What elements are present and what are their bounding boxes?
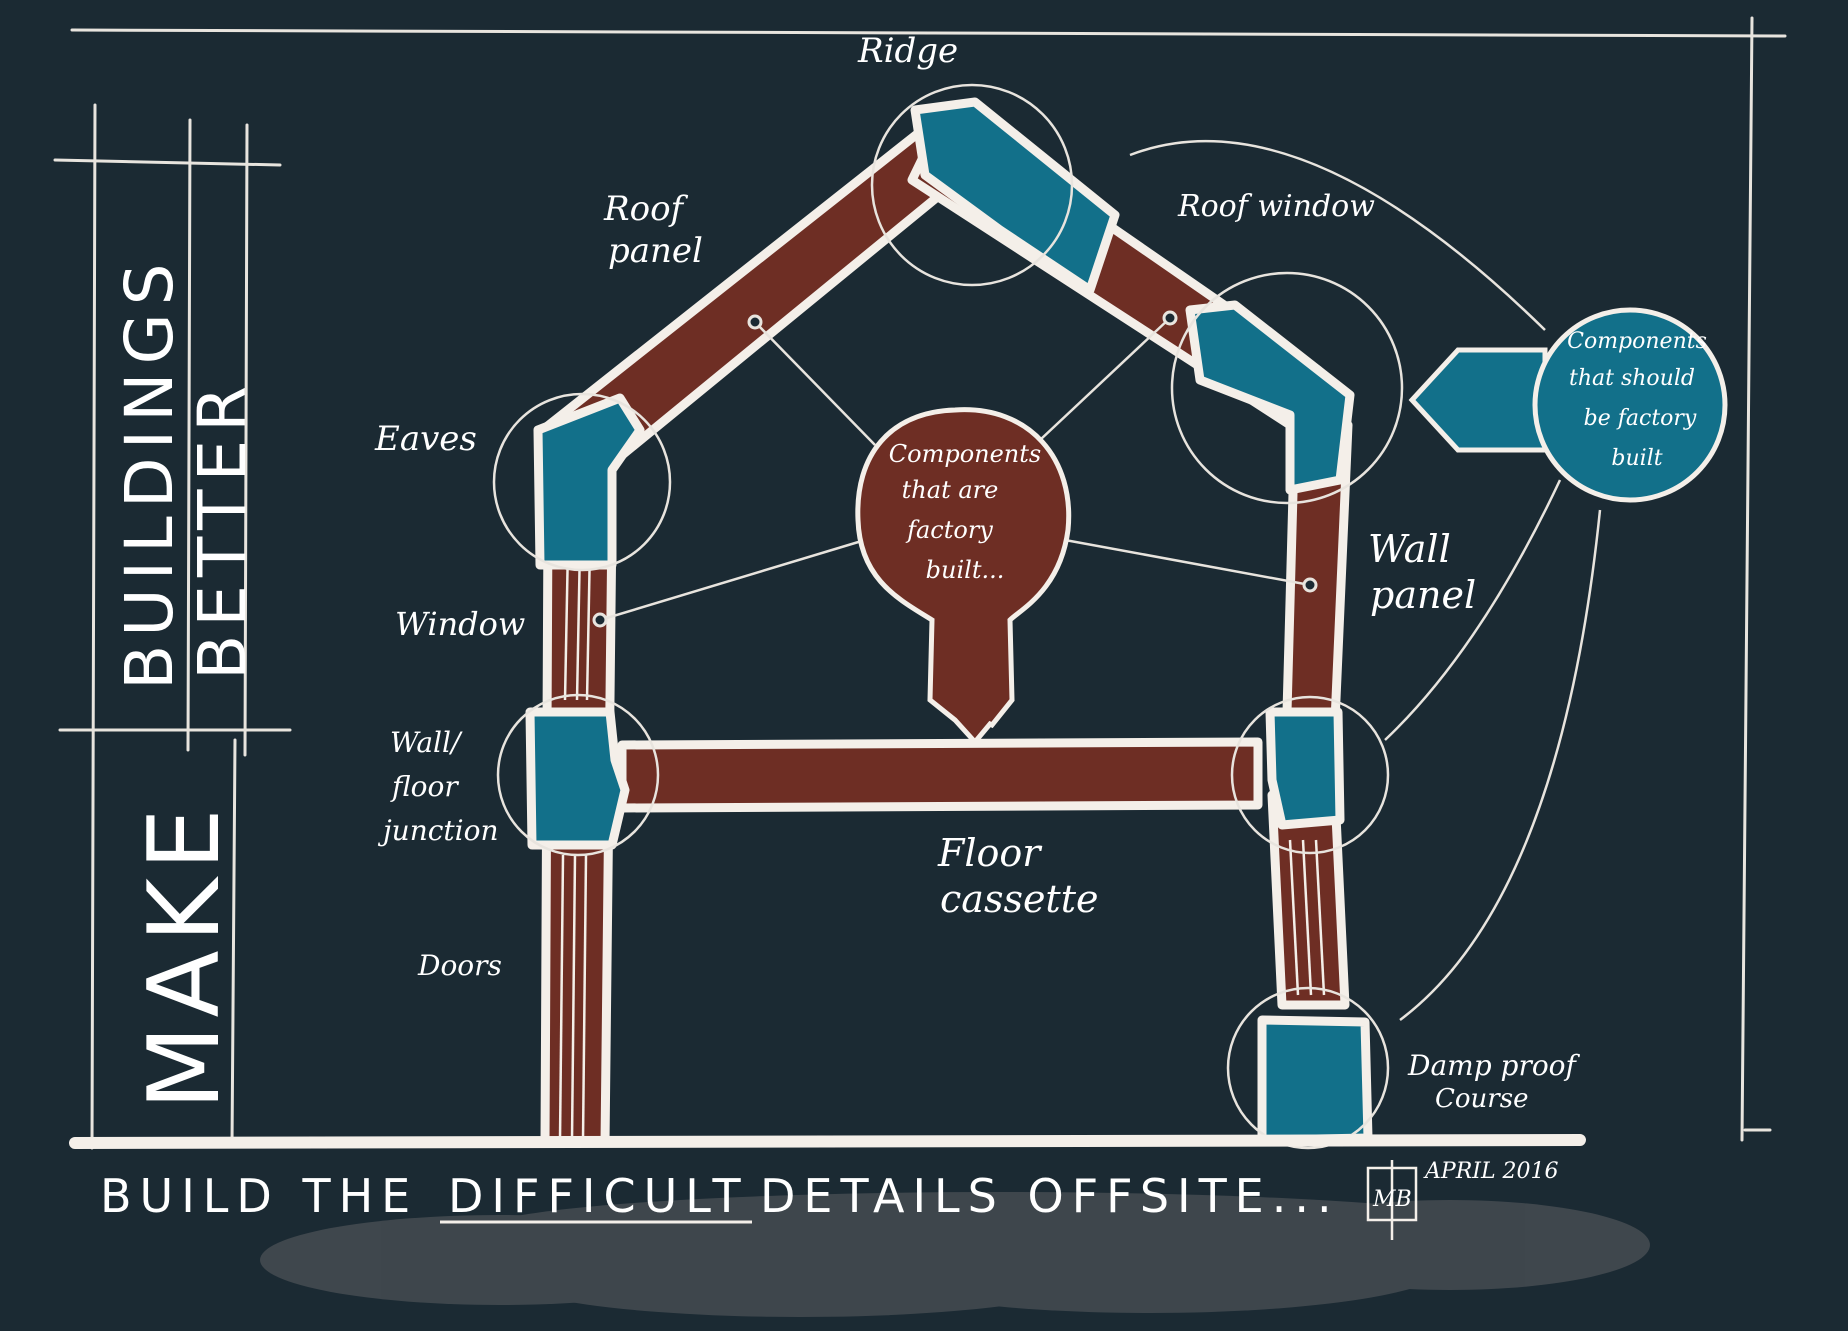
title-buildings: BUILDINGS [111,255,188,690]
ground-line [69,1134,1586,1149]
label-wall-floor-1: Wall/ [390,726,463,759]
label-roof-panel-1: Roof [603,189,689,229]
label-floor-cassette-2: cassette [940,877,1098,921]
leader-dots [592,310,1318,628]
label-ridge: Ridge [857,31,958,71]
wall-floor-junction-right [1265,707,1345,830]
label-wall-panel-1: Wall [1368,527,1451,571]
detail-circles [492,83,1404,1150]
label-roof-window: Roof window [1177,189,1375,224]
footer-post: DETAILS OFFSITE... [760,1169,1340,1223]
label-window: Window [395,605,525,643]
label-roof-panel-2: panel [608,231,703,271]
title-better: BETTER [184,378,261,680]
factory-built-line-3: factory [905,516,993,544]
label-damp-proof-1: Damp proof [1407,1049,1581,1082]
label-damp-proof-2: Course [1435,1084,1528,1114]
factory-built-line-1: Components [889,440,1041,468]
should-be-line-3: be factory [1584,406,1697,431]
eaves-joint [533,393,645,570]
label-wall-floor-3: junction [377,814,499,847]
floor-cassette [617,737,1263,813]
should-be-line-4: built [1611,446,1662,471]
label-wall-panel-2: panel [1370,573,1476,617]
signature-text: MB [1372,1187,1412,1212]
factory-built-line-2: that are [902,476,999,504]
signature-monogram-icon [1366,1160,1418,1240]
should-be-line-2: that should [1569,366,1695,391]
footer: BUILD THE DIFFICULT DETAILS OFFSITE... A… [100,1159,1559,1240]
footer-emphasis: DIFFICULT [448,1169,749,1223]
leader-lines [599,139,1602,1021]
damp-proof-joint [1257,1015,1373,1145]
title-make: MAKE [128,800,242,1110]
ridge-joint [910,97,1120,295]
frame [53,16,1787,1150]
label-eaves: Eaves [374,419,477,459]
label-doors: Doors [417,949,502,982]
ground-cloud [260,1192,1650,1317]
roof-window-joint [1185,300,1355,495]
label-wall-floor-2: floor [390,770,459,803]
should-be-built-callout: Components that should be factory built [1408,307,1728,503]
joints [525,97,1373,1145]
factory-built-callout: Components that are factory built... [855,407,1072,746]
opening-lines [558,544,1326,1141]
component-labels: Ridge Roof panel Roof window Eaves Windo… [374,31,1581,1114]
footer-pre: BUILD THE [100,1169,418,1223]
label-floor-cassette-1: Floor [937,831,1043,875]
should-be-line-1: Components [1567,329,1707,354]
footer-date: APRIL 2016 [1423,1159,1559,1184]
wall-floor-junction-left [525,707,630,850]
factory-built-line-4: built... [926,556,1005,584]
